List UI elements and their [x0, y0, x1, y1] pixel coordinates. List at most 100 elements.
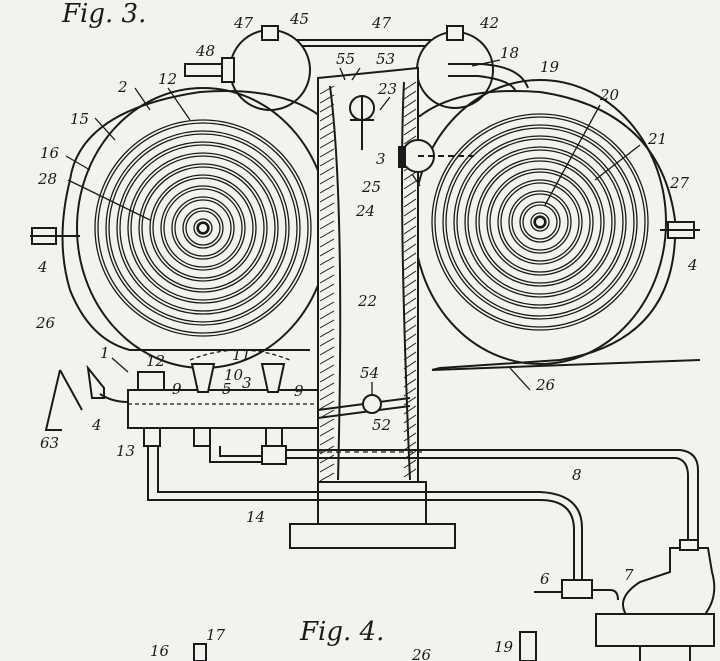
column-hatch-line [319, 292, 335, 302]
label-22: 22 [357, 292, 377, 310]
label-45: 45 [289, 10, 309, 28]
label-48: 48 [195, 42, 215, 60]
figure-4-caption: Fig. 4. [299, 617, 384, 647]
label-16b: 16 [150, 642, 170, 660]
housing-outer-left [61, 179, 310, 351]
left-coil-turn [105, 130, 301, 326]
column-hatch-line [403, 225, 417, 235]
column-hatch-line [319, 121, 335, 131]
left-coil-turn [108, 133, 298, 323]
column-foot [317, 481, 427, 525]
left-coil-turn [149, 174, 257, 282]
label-42: 42 [479, 14, 499, 32]
column-hatch-line [319, 373, 335, 383]
left-coil-turn [127, 152, 279, 304]
column-hatch-line [403, 324, 417, 334]
right-coil-turn [519, 201, 561, 243]
label-14: 14 [246, 508, 265, 526]
label-3: 3 [376, 150, 386, 168]
label-1: 1 [100, 344, 110, 362]
tap-6 [561, 579, 593, 599]
label-24: 24 [355, 202, 375, 220]
column-hatch-line [403, 369, 417, 379]
right-coil-turn [497, 179, 583, 265]
column-hatch-line [319, 391, 335, 401]
burner-12 [137, 371, 165, 391]
label-47b: 47 [371, 14, 392, 32]
label-47a: 47 [233, 14, 254, 32]
column-hatch-line [319, 247, 335, 257]
column-hatch-line [403, 216, 417, 226]
column-hatch-line [403, 432, 417, 442]
column-hatch-line [403, 81, 417, 91]
column-hatch-line [319, 157, 335, 167]
left-coil-turn [141, 166, 265, 290]
left-coil-turn [160, 185, 246, 271]
housing-bottom-right [431, 359, 701, 371]
column-hatch-line [403, 108, 417, 118]
column-hatch-line [403, 468, 417, 478]
pump-cap [679, 539, 699, 551]
label-8: 8 [572, 466, 582, 484]
label-25: 25 [361, 178, 381, 196]
nozzle-flame-arc [189, 349, 291, 361]
pipe-14-outer [147, 446, 575, 580]
valve-54 [362, 394, 382, 414]
label-26a: 26 [35, 314, 56, 332]
housing-outer-top [69, 90, 677, 371]
funnel-63 [86, 364, 105, 399]
left-coil-turn [116, 141, 290, 315]
column-hatch-line [403, 243, 417, 253]
column-hatch-line [403, 351, 417, 361]
left-coil-turn [97, 122, 309, 334]
label-19b: 19 [494, 638, 514, 656]
column-hatch-line [403, 126, 417, 136]
fitting-mid [193, 427, 211, 447]
label-27: 27 [669, 174, 690, 192]
column-hatch-line [319, 319, 335, 329]
label-12b: 12 [146, 352, 165, 370]
right-spiral-coil [431, 113, 649, 331]
column-hatch-line [403, 396, 417, 406]
right-coil-turn [486, 168, 594, 276]
left-coil-turn [94, 119, 312, 337]
damper-plate [398, 146, 406, 168]
column-hatch-line [319, 337, 335, 347]
column-hatch-line [403, 252, 417, 262]
nozzle-right [260, 363, 286, 393]
fig4-stub-17 [193, 643, 207, 661]
left-coil-turn [185, 210, 221, 246]
label-12a: 12 [158, 70, 177, 88]
column-hatch-line [319, 238, 335, 248]
right-coil-turn [489, 171, 591, 273]
column-hatch-line [319, 139, 335, 149]
column-hatch-line [403, 90, 417, 100]
column-hatch-line [403, 270, 417, 280]
pipe-8-inner [219, 446, 270, 457]
column-inner-right [401, 81, 411, 481]
column-hatch-line [403, 180, 417, 190]
column-hatch-line [319, 211, 335, 221]
label-20: 20 [599, 86, 620, 104]
left-coil-turn [182, 207, 224, 249]
label-17: 17 [206, 626, 226, 644]
column-hatch-line [403, 405, 417, 415]
column-hatch-line [319, 310, 335, 320]
right-coil-turn [445, 127, 635, 317]
pump-7 [621, 547, 716, 621]
fitting-13 [143, 427, 161, 447]
left-sphere [229, 29, 311, 111]
column-hatch-line [319, 256, 335, 266]
column-hatch-line [403, 414, 417, 424]
column-hatch-line [403, 279, 417, 289]
label-54: 54 [360, 364, 379, 382]
right-coil-shell [413, 79, 667, 365]
left-coil-turn [130, 155, 276, 301]
label-55: 55 [336, 50, 355, 68]
label-52: 52 [372, 416, 391, 434]
column-hatch-line [403, 387, 417, 397]
right-coil-turn [500, 182, 580, 262]
column-hatch-line [403, 135, 417, 145]
right-coil-turn [453, 135, 627, 309]
left-coil-center [197, 222, 209, 234]
